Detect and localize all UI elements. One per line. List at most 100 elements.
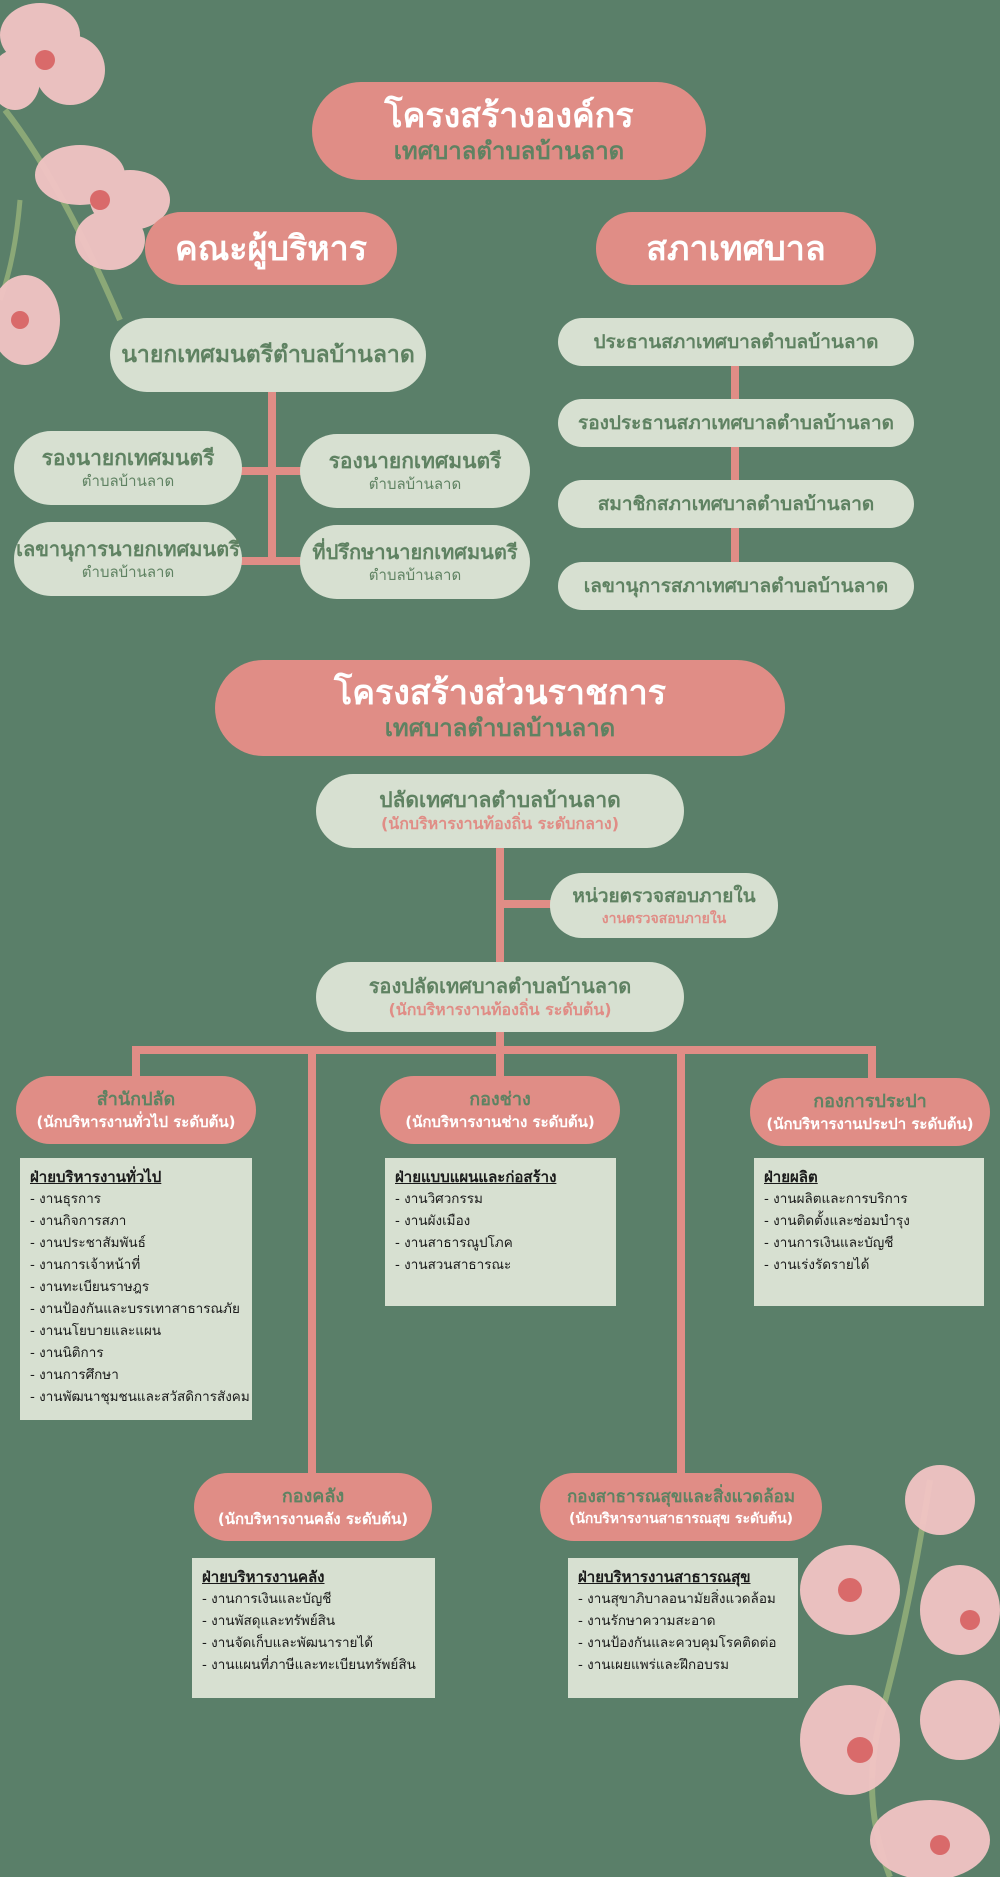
list-item: - งานนโยบายและแผน [30, 1323, 162, 1339]
connector-line [240, 557, 304, 565]
node-sub: (นักบริหารงานทั่วไป ระดับต้น) [36, 1113, 236, 1131]
list-item: - งานการเจ้าหน้าที่ [30, 1257, 141, 1273]
deputy-mayor-2-node: รองนายกเทศมนตรี ตำบลบ้านลาด [300, 434, 530, 508]
node-title: รองนายกเทศมนตรี [41, 446, 215, 470]
executive-heading-text: คณะผู้บริหาร [174, 228, 368, 269]
connector-line [308, 1046, 316, 1476]
node-title: รองนายกเทศมนตรี [328, 449, 502, 473]
node-title: กองการประปา [813, 1091, 927, 1112]
list-item: - งานทะเบียนราษฎร [30, 1279, 150, 1295]
dept-finance-box: ฝ่ายบริหารงานคลัง - งานการเงินและบัญชี -… [192, 1558, 435, 1698]
node-title: กองช่าง [469, 1089, 531, 1110]
dept-finance-node: กองคลัง (นักบริหารงานคลัง ระดับต้น) [194, 1473, 432, 1541]
list-item: - งานพัสดุและทรัพย์สิน [202, 1613, 336, 1629]
node-sub: ตำบลบ้านลาด [368, 475, 462, 493]
list-item: - งานการเงินและบัญชี [202, 1591, 332, 1607]
council-secretary-node: เลขานุการสภาเทศบาลตำบลบ้านลาด [558, 562, 914, 610]
connector-line [731, 360, 739, 565]
subtitle-text: เทศบาลตำบลบ้านลาด [384, 713, 616, 742]
list-item: - งานป้องกันและบรรเทาสาธารณภัย [30, 1301, 240, 1317]
connector-line [240, 467, 304, 475]
node-sub: (นักบริหารงานสาธารณสุข ระดับต้น) [568, 1511, 794, 1527]
internal-audit-node: หน่วยตรวจสอบภายใน งานตรวจสอบภายใน [550, 873, 778, 938]
municipal-clerk-node: ปลัดเทศบาลตำบลบ้านลาด (นักบริหารงานท้องถ… [316, 774, 684, 848]
list-item: - งานติดตั้งและซ่อมบำรุง [764, 1213, 910, 1229]
node-sub: (นักบริหารงานช่าง ระดับต้น) [405, 1113, 595, 1131]
deputy-clerk-node: รองปลัดเทศบาลตำบลบ้านลาด (นักบริหารงานท้… [316, 962, 684, 1032]
node-title: ประธานสภาเทศบาลตำบลบ้านลาด [593, 331, 879, 353]
list-item: - งานเร่งรัดรายได้ [764, 1257, 870, 1273]
box-heading: ฝ่ายบริหารงานสาธารณสุข [578, 1568, 751, 1586]
node-title: ปลัดเทศบาลตำบลบ้านลาด [379, 788, 621, 812]
dept-water-node: กองการประปา (นักบริหารงานประปา ระดับต้น) [750, 1078, 990, 1146]
title-text: โครงสร้างส่วนราชการ [333, 673, 667, 713]
mayor-node: นายกเทศมนตรีตำบลบ้านลาด [110, 318, 426, 392]
node-sub: (นักบริหารงานประปา ระดับต้น) [766, 1115, 974, 1133]
mayor-advisor-node: ที่ปรึกษานายกเทศมนตรี ตำบลบ้านลาด [300, 525, 530, 599]
box-heading: ฝ่ายแบบแผนและก่อสร้าง [395, 1168, 557, 1186]
list-item: - งานป้องกันและควบคุมโรคติดต่อ [578, 1635, 777, 1651]
connector-line [496, 900, 552, 908]
dept-office-box: ฝ่ายบริหารงานทั่วไป - งานธุรการ - งานกิจ… [20, 1158, 252, 1420]
list-item: - งานนิติการ [30, 1345, 104, 1361]
node-title: รองประธานสภาเทศบาลตำบลบ้านลาด [578, 412, 894, 434]
dept-health-node: กองสาธารณสุขและสิ่งแวดล้อม (นักบริหารงาน… [540, 1473, 822, 1541]
council-heading-text: สภาเทศบาล [646, 228, 826, 269]
node-sub: ตำบลบ้านลาด [368, 566, 462, 584]
connector-line [132, 1046, 876, 1054]
node-sub: (นักบริหารงานคลัง ระดับต้น) [217, 1510, 409, 1528]
list-item: - งานรักษาความสะอาด [578, 1613, 716, 1629]
node-sub: ตำบลบ้านลาด [81, 472, 175, 490]
node-title: กองคลัง [281, 1486, 345, 1507]
list-item: - งานพัฒนาชุมชนและสวัสดิการสังคม [30, 1389, 250, 1405]
dept-water-box: ฝ่ายผลิต - งานผลิตและการบริการ - งานติดต… [754, 1158, 984, 1306]
dept-engineering-node: กองช่าง (นักบริหารงานช่าง ระดับต้น) [380, 1076, 620, 1144]
node-title: เลขานุการสภาเทศบาลตำบลบ้านลาด [583, 575, 889, 597]
list-item: - งานเผยแพร่และฝึกอบรม [578, 1657, 729, 1673]
box-heading: ฝ่ายบริหารงานคลัง [202, 1568, 325, 1586]
mayor-secretary-node: เลขานุการนายกเทศมนตรี ตำบลบ้านลาด [14, 522, 242, 596]
node-title: กองสาธารณสุขและสิ่งแวดล้อม [566, 1487, 796, 1507]
list-item: - งานวิศวกรรม [395, 1191, 483, 1207]
council-member-node: สมาชิกสภาเทศบาลตำบลบ้านลาด [558, 480, 914, 528]
list-item: - งานแผนที่ภาษีและทะเบียนทรัพย์สิน [202, 1657, 416, 1673]
flower-decoration-bottom-right [800, 1465, 1000, 1877]
node-title: เลขานุการนายกเทศมนตรี [16, 537, 240, 561]
executive-heading: คณะผู้บริหาร [145, 212, 397, 285]
council-vice-president-node: รองประธานสภาเทศบาลตำบลบ้านลาด [558, 399, 914, 447]
dept-office-node: สำนักปลัด (นักบริหารงานทั่วไป ระดับต้น) [16, 1076, 256, 1144]
title-text: โครงสร้างองค์กร [384, 96, 634, 136]
node-sub: (นักบริหารงานท้องถิ่น ระดับต้น) [388, 1000, 612, 1019]
node-title: รองปลัดเทศบาลตำบลบ้านลาด [368, 974, 632, 998]
list-item: - งานจัดเก็บและพัฒนารายได้ [202, 1635, 374, 1651]
node-title: สมาชิกสภาเทศบาลตำบลบ้านลาด [597, 493, 875, 515]
connector-line [868, 1046, 876, 1081]
dept-engineering-box: ฝ่ายแบบแผนและก่อสร้าง - งานวิศวกรรม - งา… [385, 1158, 616, 1306]
node-sub: งานตรวจสอบภายใน [601, 910, 727, 927]
council-president-node: ประธานสภาเทศบาลตำบลบ้านลาด [558, 318, 914, 366]
org-structure-title: โครงสร้างองค์กร เทศบาลตำบลบ้านลาด [312, 82, 706, 180]
list-item: - งานการเงินและบัญชี [764, 1235, 894, 1251]
node-sub: (นักบริหารงานท้องถิ่น ระดับกลาง) [380, 814, 620, 833]
gov-structure-title: โครงสร้างส่วนราชการ เทศบาลตำบลบ้านลาด [215, 660, 785, 756]
list-item: - งานกิจการสภา [30, 1213, 127, 1229]
node-sub: ตำบลบ้านลาด [81, 563, 175, 581]
node-title: สำนักปลัด [96, 1089, 176, 1110]
list-item: - งานผลิตและการบริการ [764, 1191, 908, 1207]
list-item: - งานสวนสาธารณะ [395, 1257, 512, 1273]
list-item: - งานผังเมือง [395, 1213, 471, 1229]
dept-health-box: ฝ่ายบริหารงานสาธารณสุข - งานสุขาภิบาลอนา… [568, 1558, 798, 1698]
node-title: ที่ปรึกษานายกเทศมนตรี [312, 540, 518, 564]
connector-line [677, 1046, 685, 1476]
connector-line [132, 1046, 140, 1081]
mayor-text: นายกเทศมนตรีตำบลบ้านลาด [121, 342, 415, 368]
list-item: - งานการศึกษา [30, 1367, 119, 1383]
box-heading: ฝ่ายบริหารงานทั่วไป [30, 1168, 162, 1186]
deputy-mayor-1-node: รองนายกเทศมนตรี ตำบลบ้านลาด [14, 431, 242, 505]
node-title: หน่วยตรวจสอบภายใน [572, 884, 756, 907]
council-heading: สภาเทศบาล [596, 212, 876, 285]
flower-decoration-top-left [0, 3, 170, 365]
subtitle-text: เทศบาลตำบลบ้านลาด [393, 136, 625, 165]
list-item: - งานสุขาภิบาลอนามัยสิ่งแวดล้อม [578, 1591, 776, 1607]
list-item: - งานธุรการ [30, 1191, 102, 1207]
